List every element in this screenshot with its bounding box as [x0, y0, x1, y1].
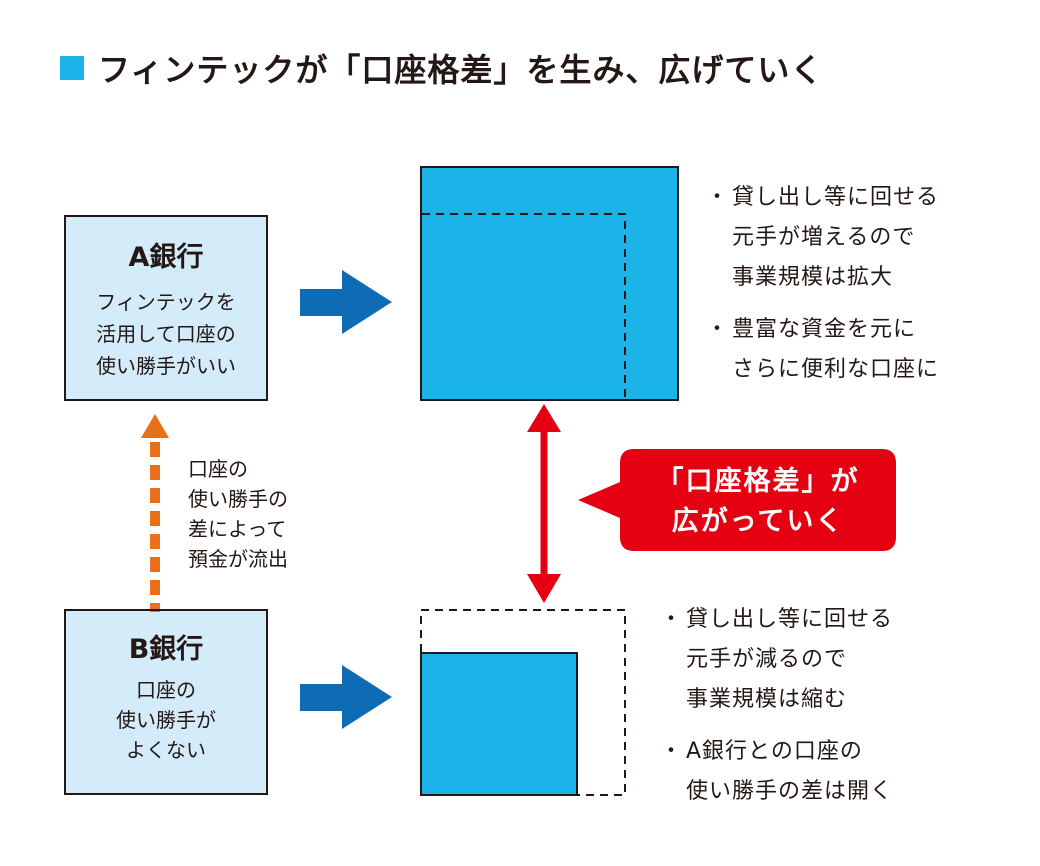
bank-a-box-bg: [64, 215, 268, 401]
bank-a-description: フィンテックを 活用して口座の 使い勝手がいい: [96, 290, 236, 378]
callout-bubble: [578, 449, 896, 551]
double-headed-arrow-icon: [527, 404, 561, 603]
bank-a-fund-square: [420, 166, 679, 401]
bank-a-previous-size-outline: [422, 213, 626, 399]
bullet-text: 貸し出し等に回せる 元手が減るので 事業規模は縮む: [686, 607, 894, 712]
right-arrow-icon: [300, 665, 392, 729]
bank-b-box-bg: [64, 609, 268, 795]
bullet-dot: ・: [706, 317, 730, 342]
up-dashed-arrow-icon: [141, 414, 169, 612]
bullet-text: 貸し出し等に回せる 元手が増えるので 事業規模は拡大: [732, 185, 940, 290]
title-row: フィンテックが「口座格差」を生み、広げていく: [60, 38, 823, 98]
bank-a-bullet-list: ・ 貸し出し等に回せる 元手が増えるので 事業規模は拡大 ・ 豊富な資金を元に …: [706, 178, 939, 402]
right-arrow-icon: [300, 270, 392, 334]
bank-b-description: 口座の 使い勝手が よくない: [116, 678, 216, 762]
bank-a-box: A銀行 フィンテックを 活用して口座の 使い勝手がいい: [64, 215, 268, 401]
callout-text: 「口座格差」が 広がっていく: [656, 466, 860, 537]
list-item: ・ 貸し出し等に回せる 元手が増えるので 事業規模は拡大: [706, 178, 939, 298]
bullet-dot: ・: [706, 185, 730, 210]
bank-b-bullet-list: ・ 貸し出し等に回せる 元手が減るので 事業規模は縮む ・ A銀行との口座の 使…: [660, 600, 893, 824]
list-item: ・ 貸し出し等に回せる 元手が減るので 事業規模は縮む: [660, 600, 893, 720]
bullet-dot: ・: [660, 607, 684, 632]
bank-a-name: A銀行: [128, 242, 204, 273]
bank-b-name: B銀行: [128, 634, 204, 665]
bank-b-previous-size-outline: [420, 609, 626, 796]
list-item: ・ 豊富な資金を元に さらに便利な口座に: [706, 310, 939, 390]
list-item: ・ A銀行との口座の 使い勝手の差は開く: [660, 732, 893, 812]
square-marker-icon: [60, 56, 84, 80]
deposit-outflow-note: 口座の 使い勝手の 差によって 預金が流出: [188, 457, 288, 571]
bullet-dot: ・: [660, 739, 684, 764]
bank-b-box: B銀行 口座の 使い勝手が よくない: [64, 609, 268, 795]
bank-b-fund-square: [420, 652, 578, 796]
bullet-text: 豊富な資金を元に さらに便利な口座に: [732, 317, 940, 382]
page-title: フィンテックが「口座格差」を生み、広げていく: [98, 51, 824, 89]
bullet-text: A銀行との口座の 使い勝手の差は開く: [686, 739, 894, 804]
